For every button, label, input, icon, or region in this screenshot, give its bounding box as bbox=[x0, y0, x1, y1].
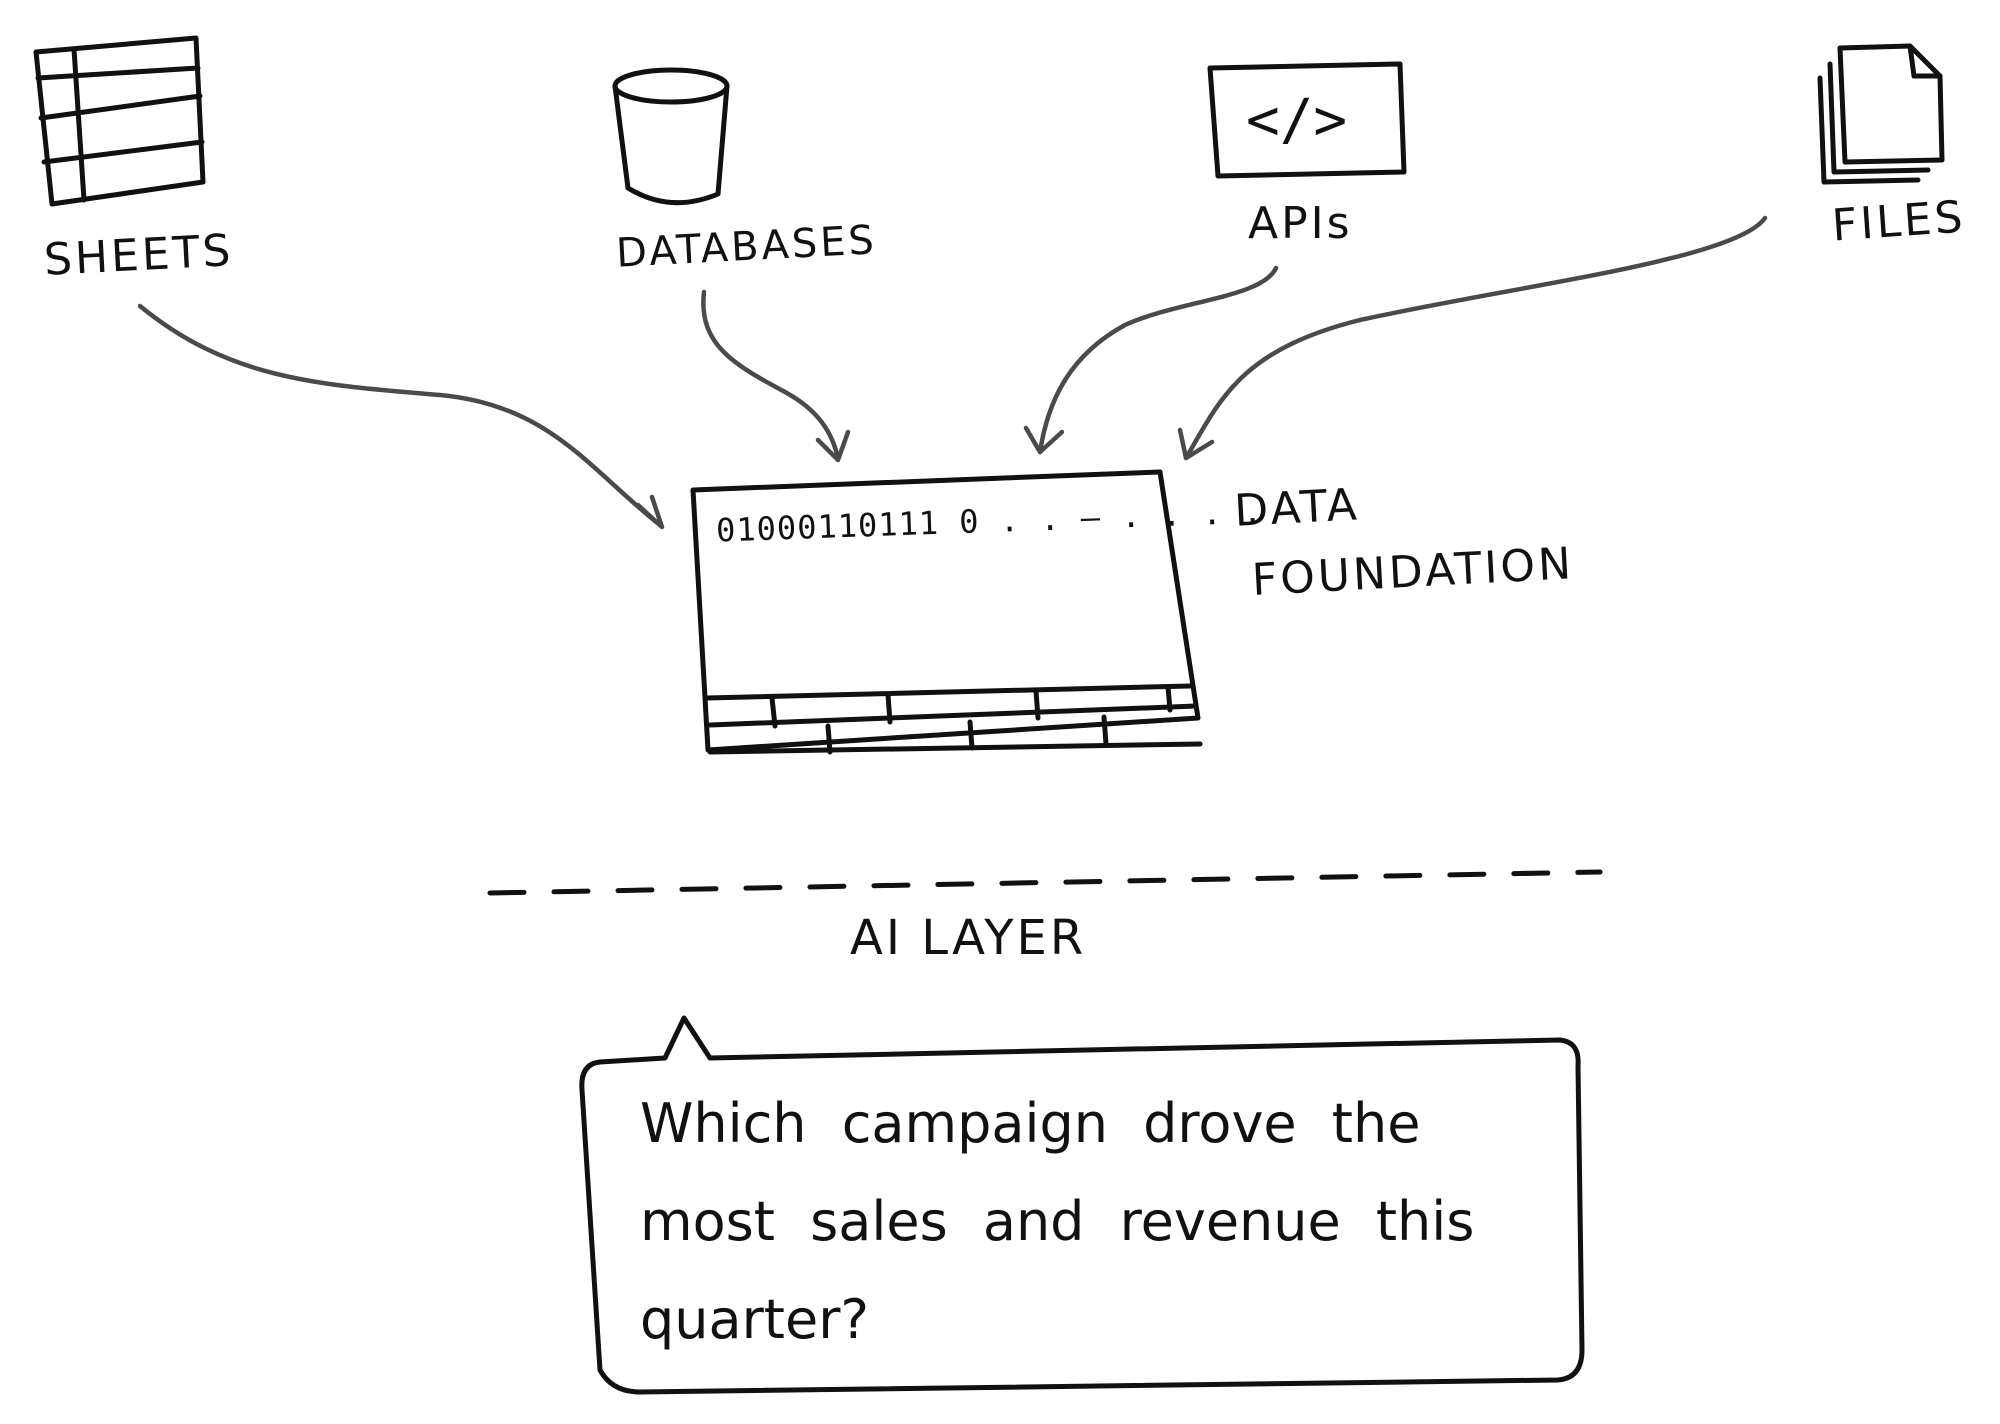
apis-label: APIs bbox=[1248, 198, 1353, 249]
stacked-files-icon bbox=[1817, 43, 1945, 185]
data-foundation-label: DATA FOUNDATION bbox=[1233, 459, 1576, 616]
question-speech-bubble bbox=[579, 1015, 1585, 1395]
files-label: FILES bbox=[1830, 191, 1968, 252]
ai-layer-label: AI LAYER bbox=[850, 910, 1087, 966]
data-foundation-box bbox=[690, 469, 1203, 755]
database-icon bbox=[612, 67, 730, 206]
arrow-apis-to-foundation bbox=[1023, 265, 1279, 455]
question-text: Which campaign drove the most sales and … bbox=[640, 1092, 1475, 1351]
ai-layer-divider bbox=[487, 869, 1603, 896]
spreadsheet-icon bbox=[33, 35, 206, 207]
code-window-icon bbox=[1207, 61, 1407, 179]
arrow-files-to-foundation bbox=[1177, 215, 1768, 461]
arrow-sheets-to-foundation bbox=[137, 303, 665, 530]
arrow-databases-to-foundation bbox=[701, 289, 851, 463]
sheets-label: SHEETS bbox=[42, 225, 235, 286]
code-brackets-text: </> bbox=[1246, 88, 1348, 153]
